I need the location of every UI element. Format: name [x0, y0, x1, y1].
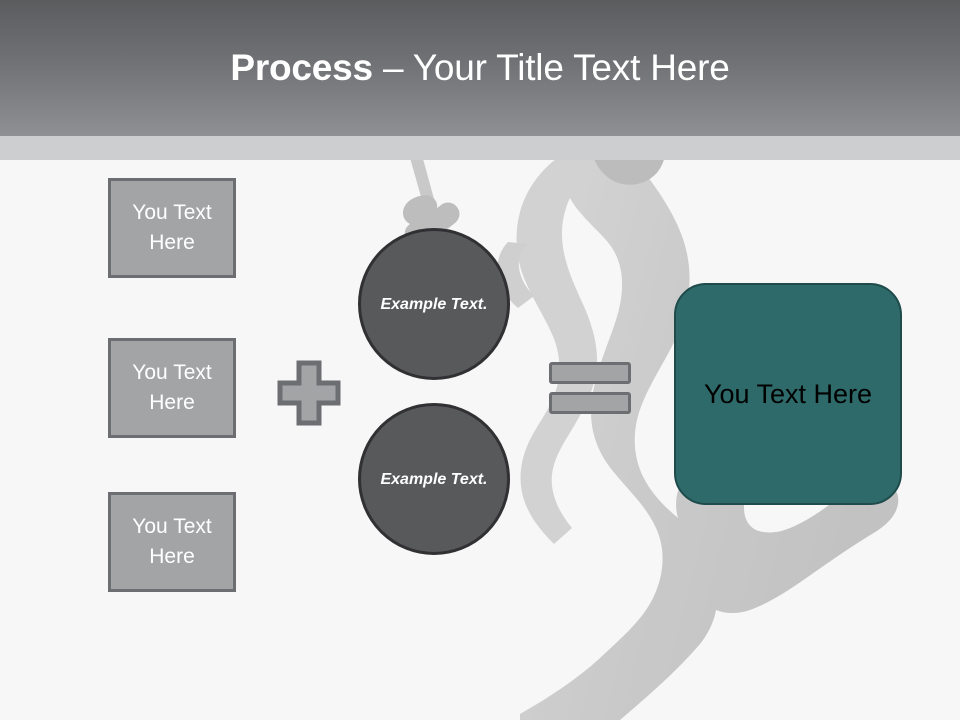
equals-bar-top [549, 362, 631, 384]
result-box[interactable]: You Text Here [674, 283, 902, 505]
page-title-strong: Process [230, 47, 373, 88]
process-circle-1-label: Example Text. [380, 295, 488, 313]
title-underline-band [0, 136, 960, 160]
process-circle-2-label: Example Text. [380, 470, 488, 488]
input-box-3-label: You Text Here [132, 515, 212, 568]
page-title-rest: – Your Title Text Here [372, 47, 730, 88]
equals-icon [549, 362, 631, 414]
page-title: Process – Your Title Text Here [0, 0, 960, 136]
input-box-1-label: You Text Here [132, 201, 212, 254]
input-box-1[interactable]: You Text Here [108, 178, 236, 278]
input-box-2[interactable]: You Text Here [108, 338, 236, 438]
plus-icon [277, 360, 341, 426]
slide-title-band [0, 0, 960, 136]
result-box-label: You Text Here [703, 378, 873, 409]
input-box-2-label: You Text Here [132, 361, 212, 414]
process-circle-1[interactable]: Example Text. [358, 228, 510, 380]
process-circle-2[interactable]: Example Text. [358, 403, 510, 555]
input-box-3[interactable]: You Text Here [108, 492, 236, 592]
equals-bar-bottom [549, 392, 631, 414]
